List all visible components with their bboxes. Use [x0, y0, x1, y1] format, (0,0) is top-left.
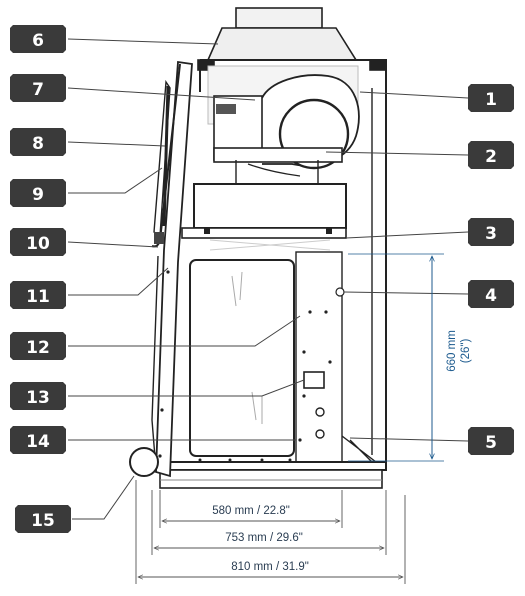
front-sash — [155, 60, 193, 478]
callout-badge-5: 5 — [468, 427, 514, 455]
back-panel — [295, 251, 343, 463]
leader-lines — [67, 38, 469, 520]
callout-badge-9: 9 — [10, 179, 66, 207]
callout-number-8: 8 — [32, 134, 44, 154]
callout-number-14: 14 — [26, 432, 50, 452]
width-dimensions — [135, 480, 406, 584]
callout-number-6: 6 — [32, 31, 44, 51]
control-plate — [303, 371, 325, 389]
callout-number-4: 4 — [485, 286, 497, 306]
callout-number-10: 10 — [26, 234, 50, 254]
filter-box — [193, 183, 347, 229]
callout-badge-7: 7 — [10, 74, 66, 102]
width-inner-label: 580 mm / 22.8" — [212, 505, 290, 517]
width-body-label: 753 mm / 29.6" — [225, 532, 303, 544]
callout-number-13: 13 — [26, 388, 50, 408]
callout-badge-4: 4 — [468, 280, 514, 308]
callout-badge-1: 1 — [468, 84, 514, 112]
callout-number-11: 11 — [26, 287, 50, 307]
width-overall-label: 810 mm / 31.9" — [231, 561, 309, 573]
callout-number-2: 2 — [485, 147, 497, 167]
height-in-label: (26") — [460, 339, 472, 364]
callout-badge-11: 11 — [10, 281, 66, 309]
callout-badge-10: 10 — [10, 228, 66, 256]
callout-number-1: 1 — [485, 90, 497, 110]
callout-badge-12: 12 — [10, 332, 66, 360]
height-dimension: 660 mm (26") — [348, 253, 472, 462]
height-mm-label: 660 mm — [446, 330, 458, 372]
exhaust-collar — [235, 7, 323, 29]
callout-badge-3: 3 — [468, 218, 514, 246]
callout-badge-15: 15 — [15, 505, 71, 533]
work-surface — [155, 461, 387, 471]
cabinet-drawing — [129, 7, 387, 489]
exhaust-hood — [206, 27, 358, 61]
callout-number-9: 9 — [32, 185, 44, 205]
side-window — [189, 259, 295, 457]
callout-badge-6: 6 — [10, 25, 66, 53]
callout-number-12: 12 — [26, 338, 50, 358]
callout-number-5: 5 — [485, 433, 497, 453]
callout-number-3: 3 — [485, 224, 497, 244]
callout-number-15: 15 — [31, 511, 55, 531]
callout-badge-2: 2 — [468, 141, 514, 169]
callout-badge-14: 14 — [10, 426, 66, 454]
armrest — [129, 447, 159, 477]
callout-number-7: 7 — [32, 80, 44, 100]
callout-badge-13: 13 — [10, 382, 66, 410]
callout-badge-8: 8 — [10, 128, 66, 156]
